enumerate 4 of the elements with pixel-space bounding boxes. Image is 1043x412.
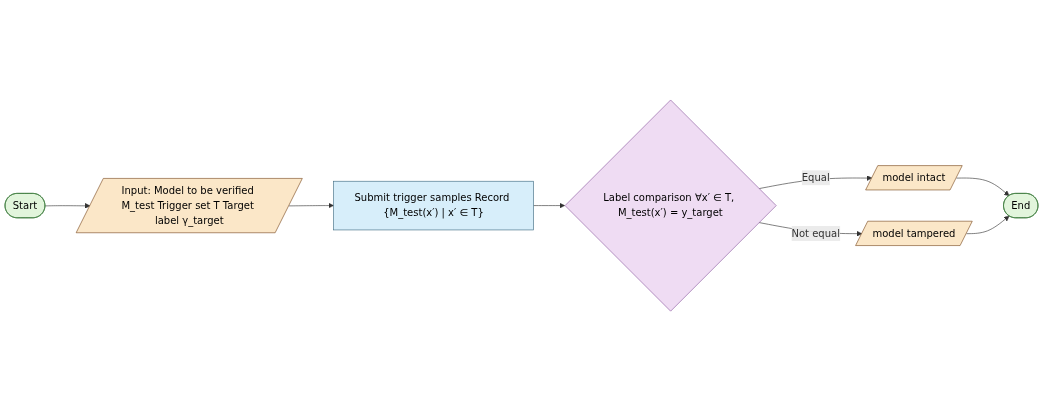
edge-label: Not equal [791, 227, 840, 240]
node-box: Submit trigger samples Record {M_test(x′) | x′ ∈ T} [333, 181, 534, 231]
node-diamond: Label comparison ∀x′ ∈ T, M_test(x′) = y_target [564, 100, 777, 312]
edge-label: Equal [801, 171, 830, 184]
